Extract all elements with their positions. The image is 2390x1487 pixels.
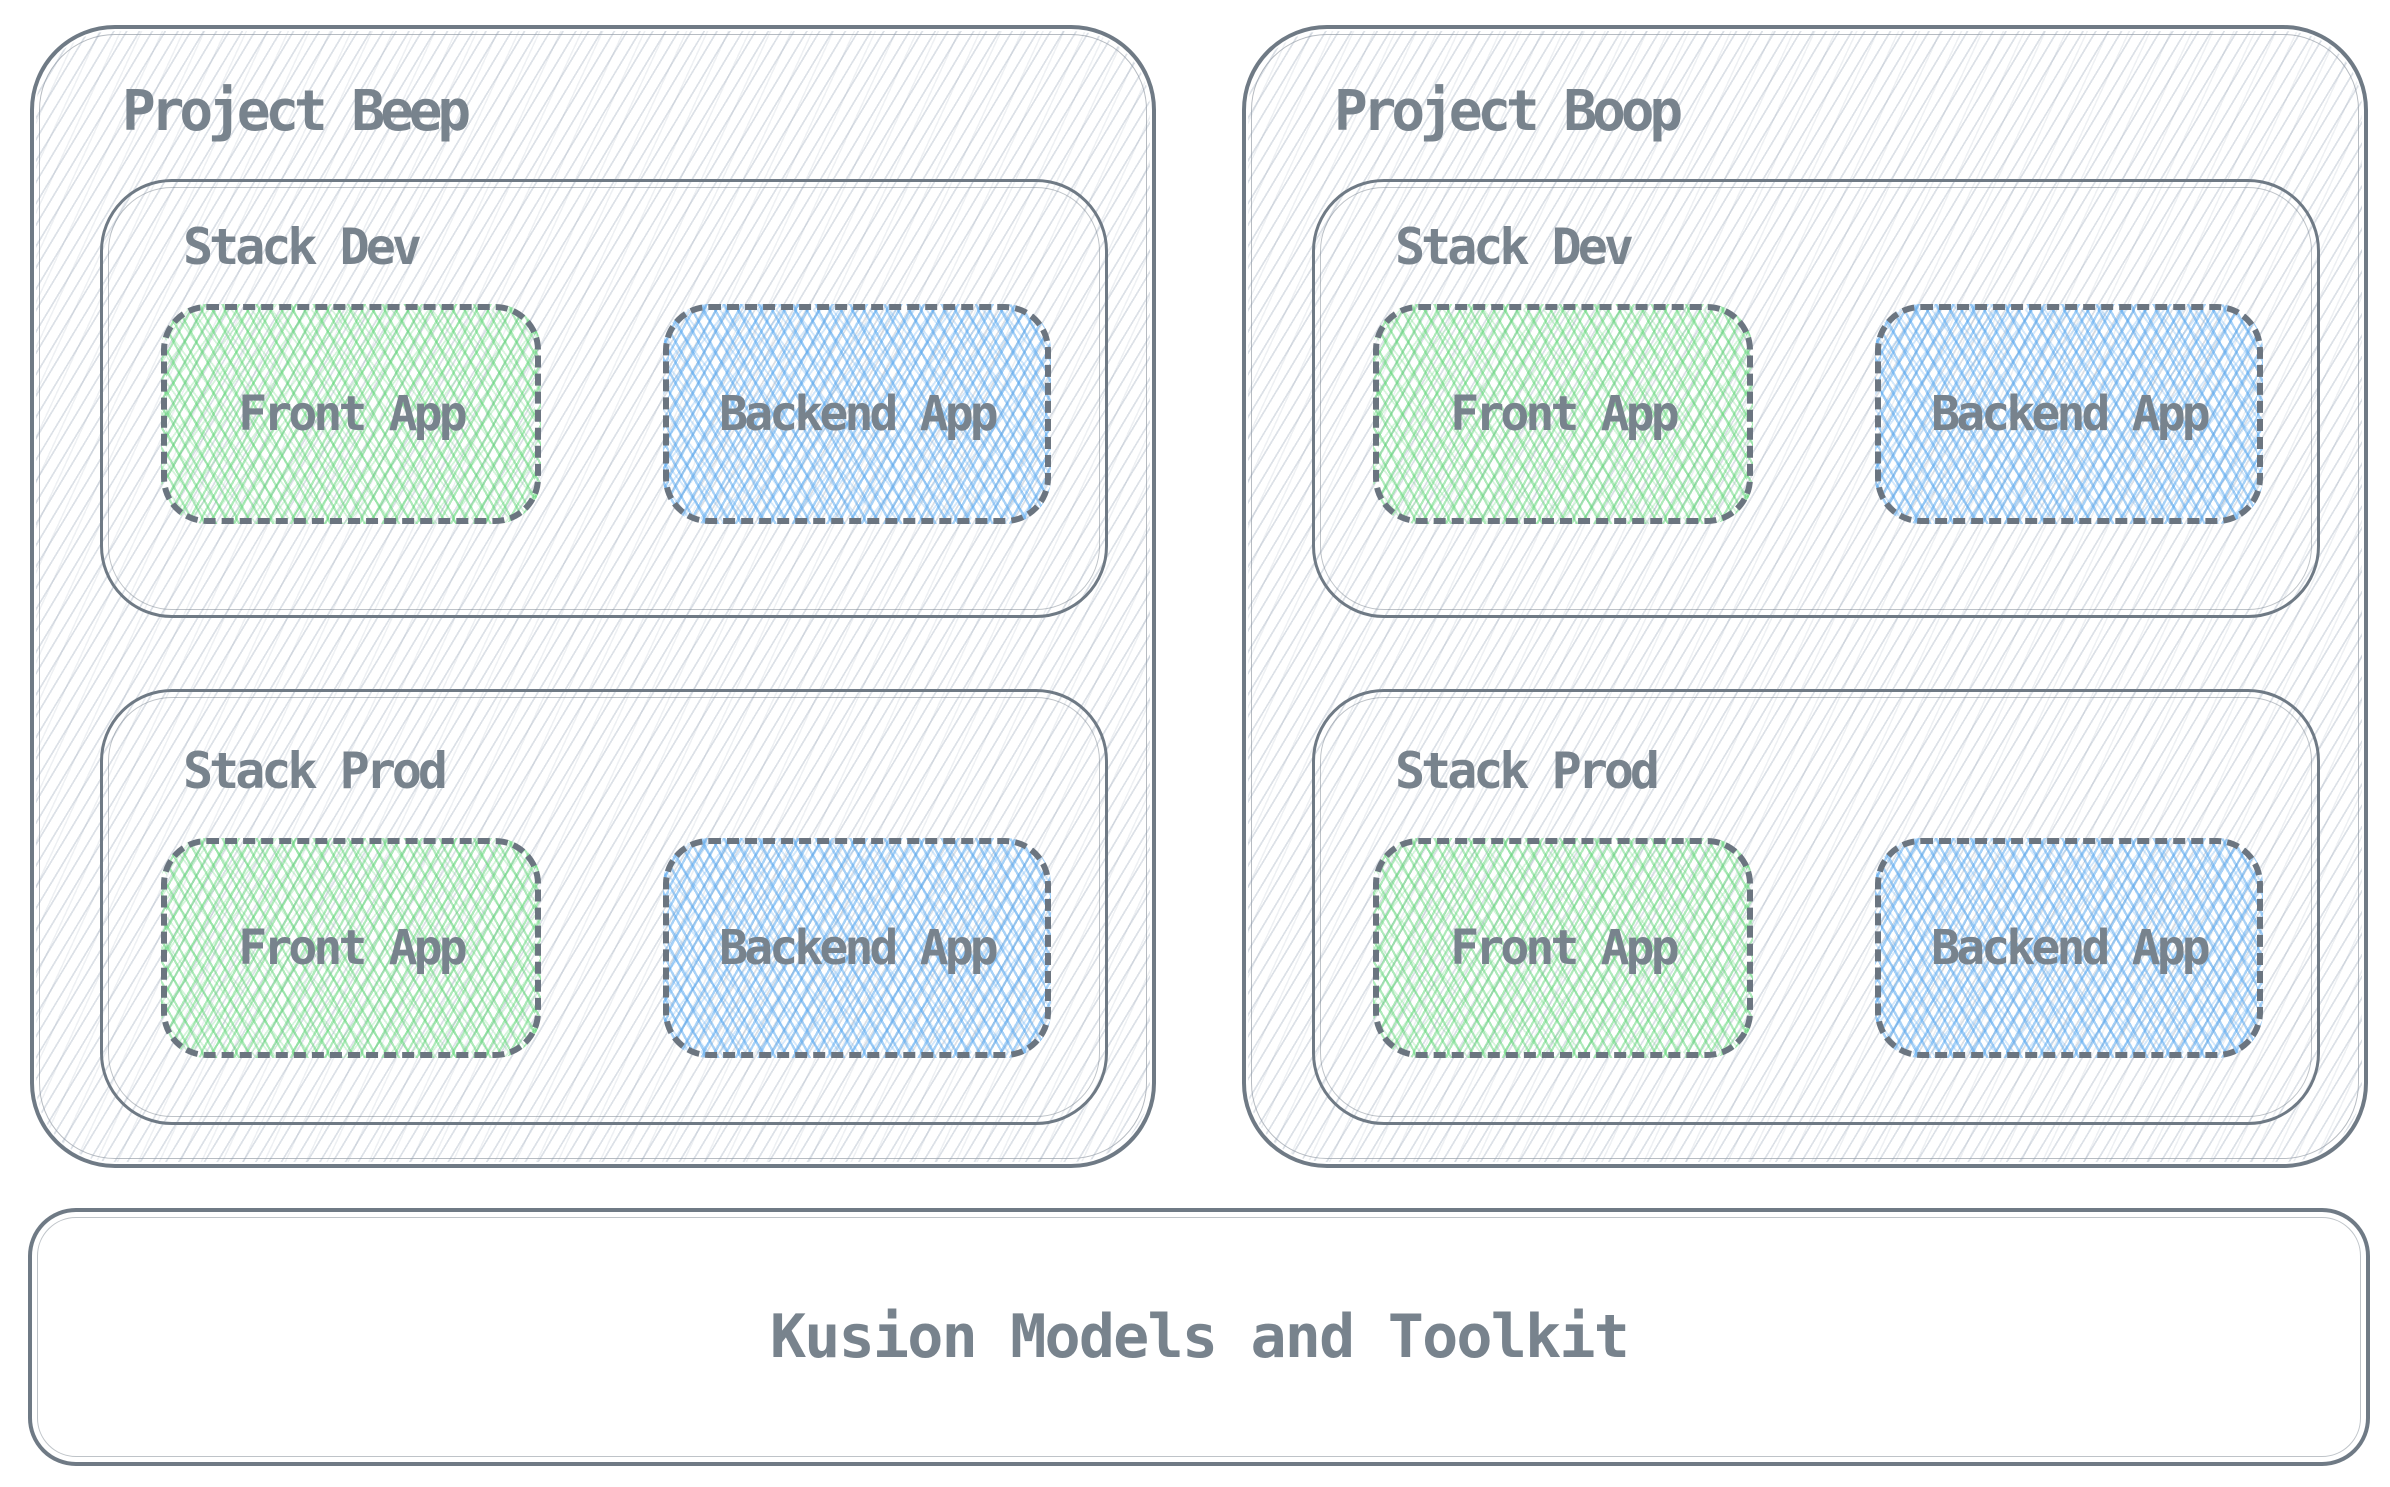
app-label: Front App xyxy=(238,386,467,442)
backend-app-box: Backend App xyxy=(663,304,1051,524)
stack-label: Stack Prod xyxy=(1395,742,1660,800)
project-label: Project Boop xyxy=(1334,79,1683,144)
front-app-box: Front App xyxy=(161,304,541,524)
app-label: Front App xyxy=(238,920,467,976)
kusion-toolkit-bar: Kusion Models and Toolkit xyxy=(28,1208,2370,1466)
app-label: Backend App xyxy=(1931,920,2210,976)
toolkit-label: Kusion Models and Toolkit xyxy=(769,1302,1630,1372)
app-label: Backend App xyxy=(719,386,998,442)
project-label: Project Beep xyxy=(122,79,471,144)
project-boop-box: Project Boop Stack Dev Front App Backend… xyxy=(1242,25,2368,1168)
backend-app-box: Backend App xyxy=(1875,304,2263,524)
stack-prod-box: Stack Prod Front App Backend App xyxy=(100,689,1108,1125)
app-label: Front App xyxy=(1450,920,1679,976)
backend-app-box: Backend App xyxy=(663,838,1051,1058)
front-app-box: Front App xyxy=(1373,304,1753,524)
app-label: Backend App xyxy=(719,920,998,976)
front-app-box: Front App xyxy=(1373,838,1753,1058)
app-label: Backend App xyxy=(1931,386,2210,442)
front-app-box: Front App xyxy=(161,838,541,1058)
project-beep-box: Project Beep Stack Dev Front App Backend… xyxy=(30,25,1156,1168)
app-label: Front App xyxy=(1450,386,1679,442)
stack-label: Stack Prod xyxy=(183,742,448,800)
stack-label: Stack Dev xyxy=(183,218,422,276)
stack-dev-box: Stack Dev Front App Backend App xyxy=(1312,179,2320,618)
stack-label: Stack Dev xyxy=(1395,218,1634,276)
backend-app-box: Backend App xyxy=(1875,838,2263,1058)
stack-prod-box: Stack Prod Front App Backend App xyxy=(1312,689,2320,1125)
stack-dev-box: Stack Dev Front App Backend App xyxy=(100,179,1108,618)
